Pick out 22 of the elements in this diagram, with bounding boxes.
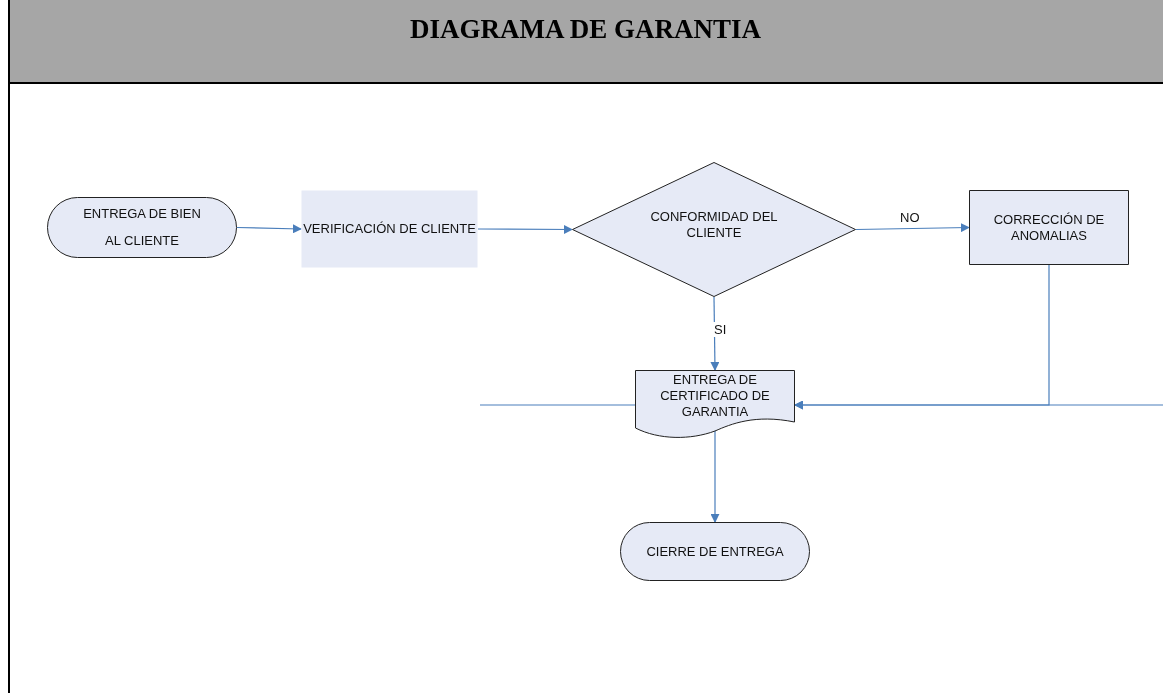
process-box [969,190,1129,265]
document-shape [635,370,795,440]
arrow [477,224,573,234]
node-text: ENTREGA DE CERTIFICADO DE GARANTIA [659,372,771,420]
edge-label: NO [898,210,922,225]
node-text: CIERRE DE ENTREGA [646,543,784,560]
decision-diamond [572,162,856,297]
arrow [710,296,720,371]
edge-label: SI [712,322,729,337]
diagram-title: DIAGRAMA DE GARANTIA [409,14,762,45]
node-text: VERIFICACIÓN DE CLIENTE [303,221,476,237]
node-text: ENTREGA DE BIEN [83,206,201,223]
node-text: CONFORMIDAD DEL CLIENTE [649,208,779,241]
process-box [301,190,478,268]
arrow [794,400,1163,410]
start-terminal [47,197,237,258]
arrow [236,224,302,234]
arrow [855,223,970,233]
end-terminal [620,522,810,581]
node-text: AL CLIENTE [105,232,179,249]
arrow [710,429,720,523]
node-text: CORRECCIÓN DE ANOMALIAS [992,211,1106,244]
